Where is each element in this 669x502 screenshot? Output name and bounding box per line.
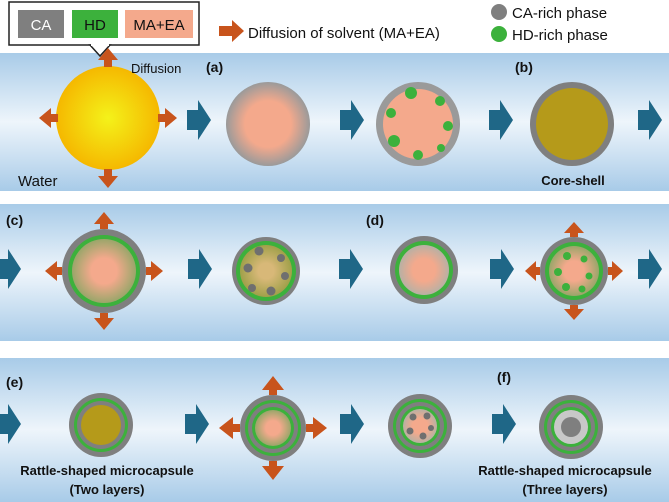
row-1: Diffusion Water (a) (b) Core-shell [18, 48, 662, 190]
legend: CA HD MA+EA Diffusion of solvent (MA+EA)… [8, 1, 608, 58]
legend-diffusion-arrow-icon [219, 20, 244, 42]
rattle-two-label: Rattle-shaped microcapsule [20, 463, 193, 478]
row-1-flow-arrows [187, 100, 662, 140]
legend-diffusion-note: Diffusion of solvent (MA+EA) [248, 25, 440, 42]
flow-arrow-icon [490, 249, 514, 289]
diffusion-label: Diffusion [131, 61, 181, 76]
row-2-flow-arrows [0, 249, 662, 289]
hd-rich-dots [386, 87, 453, 160]
step-c-diffusion-arrows-icon [45, 212, 163, 330]
flow-arrow-icon [638, 100, 662, 140]
legend-hd-phase-dot [491, 26, 507, 42]
step-a-droplet [226, 82, 310, 166]
row-2: (c) (d) [0, 212, 662, 330]
legend-hd-label: HD [84, 17, 106, 34]
legend-ca-swatch [18, 10, 64, 38]
step-f-label: (f) [497, 369, 511, 385]
step-e-diffusion-arrows-icon [219, 376, 327, 480]
flow-arrow-icon [340, 404, 364, 444]
droplet-diffusion-arrows-icon [39, 48, 177, 188]
flow-arrow-icon [638, 249, 662, 289]
flow-arrow-icon [188, 249, 212, 289]
step-d-diffusion-arrows-icon [525, 222, 623, 320]
core-shell-label: Core-shell [541, 173, 605, 188]
flow-arrow-icon [340, 100, 364, 140]
legend-mix-swatch [125, 10, 193, 38]
step-a-label: (a) [206, 59, 223, 75]
flow-arrow-icon [187, 100, 211, 140]
flow-arrow-icon [0, 249, 21, 289]
legend-hd-swatch [72, 10, 118, 38]
legend-mix-label: MA+EA [133, 17, 184, 34]
flow-arrow-icon [339, 249, 363, 289]
step-c-label: (c) [6, 212, 23, 228]
flow-arrow-icon [492, 404, 516, 444]
three-layers-label: (Three layers) [522, 482, 607, 497]
ca-rich-dots [243, 246, 289, 296]
step-d-label: (d) [366, 212, 384, 228]
flow-arrow-icon [489, 100, 513, 140]
step-b-label: (b) [515, 59, 533, 75]
initial-droplet [56, 66, 160, 170]
step-e-label: (e) [6, 374, 23, 390]
row-3: (e) Rattle-shaped microcapsule (Two laye… [0, 369, 652, 497]
rattle-three-label: Rattle-shaped microcapsule [478, 463, 651, 478]
flow-arrow-icon [185, 404, 209, 444]
legend-ca-phase-dot [491, 4, 507, 20]
legend-ca-label: CA [31, 17, 52, 34]
two-layers-label: (Two layers) [70, 482, 145, 497]
row-3-flow-arrows [0, 404, 516, 444]
legend-hd-phase: HD-rich phase [512, 27, 608, 44]
water-label: Water [18, 173, 57, 190]
flow-arrow-icon [0, 404, 21, 444]
legend-ca-phase: CA-rich phase [512, 5, 607, 22]
